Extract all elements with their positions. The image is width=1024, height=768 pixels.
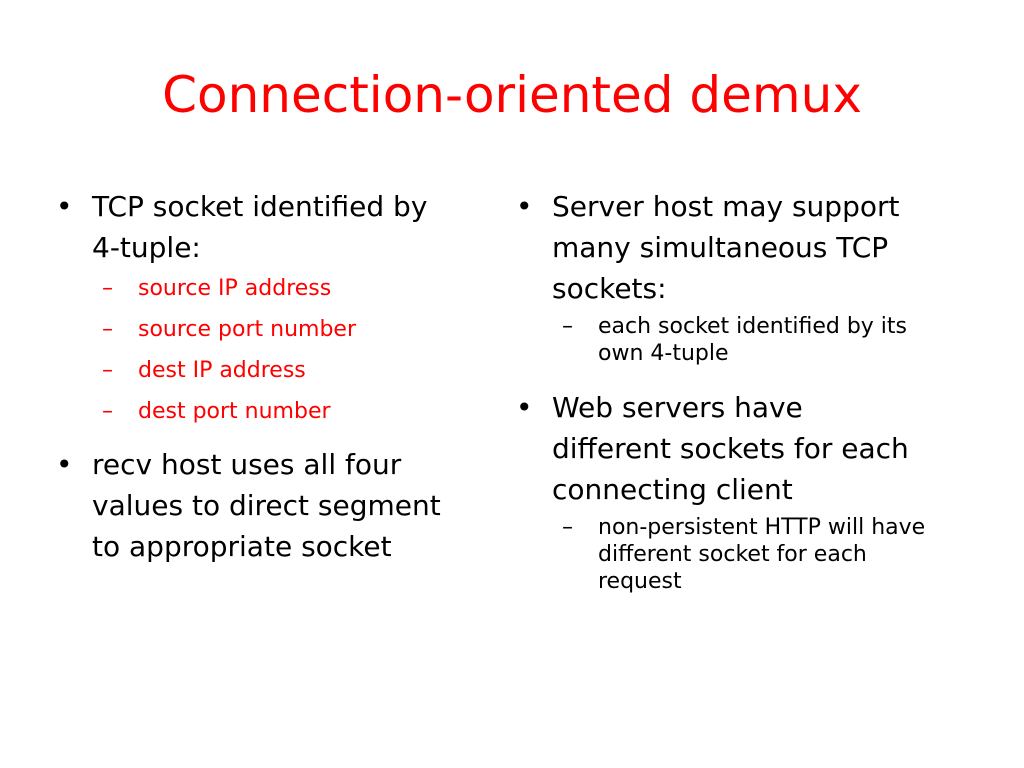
- sub-bullet-item: – source port number: [102, 309, 476, 350]
- sub-bullet-item: – dest port number: [102, 391, 476, 432]
- bullet-marker: •: [516, 190, 533, 223]
- bullet-marker: •: [56, 190, 73, 223]
- sub-bullet-marker: –: [102, 317, 113, 342]
- bullet-item: • Server host may support many simultane…: [516, 186, 956, 309]
- bullet-text: Web servers have different sockets for e…: [552, 391, 909, 506]
- sub-bullet-text: dest port number: [138, 399, 331, 424]
- left-column: • TCP socket identified by 4-tuple: – so…: [56, 186, 476, 567]
- sub-bullet-marker: –: [102, 399, 113, 424]
- bullet-item: • recv host uses all four values to dire…: [56, 444, 476, 567]
- sub-bullet-text: source port number: [138, 317, 357, 342]
- sub-bullet-item: – dest IP address: [102, 350, 476, 391]
- right-column: • Server host may support many simultane…: [516, 186, 956, 595]
- sub-bullet-marker: –: [562, 314, 573, 339]
- sub-bullet-item: – non-persistent HTTP will have differen…: [562, 514, 956, 595]
- bullet-marker: •: [516, 391, 533, 424]
- sub-bullet-text: non-persistent HTTP will have different …: [598, 515, 926, 594]
- bullet-item: • Web servers have different sockets for…: [516, 387, 956, 510]
- sub-bullet-marker: –: [562, 515, 573, 540]
- bullet-text: recv host uses all four values to direct…: [92, 448, 441, 563]
- bullet-text: TCP socket identified by 4-tuple:: [92, 190, 428, 264]
- sub-bullet-item: – source IP address: [102, 268, 476, 309]
- sub-bullet-marker: –: [102, 276, 113, 301]
- sub-bullet-text: each socket identified by its own 4-tupl…: [598, 314, 907, 366]
- sub-bullet-text: dest IP address: [138, 358, 306, 383]
- bullet-item: • TCP socket identified by 4-tuple:: [56, 186, 476, 268]
- sub-bullet-text: source IP address: [138, 276, 332, 301]
- sub-bullet-marker: –: [102, 358, 113, 383]
- slide-title: Connection-oriented demux: [162, 66, 862, 124]
- sub-bullet-item: – each socket identified by its own 4-tu…: [562, 313, 956, 367]
- bullet-marker: •: [56, 448, 73, 481]
- bullet-text: Server host may support many simultaneou…: [552, 190, 900, 305]
